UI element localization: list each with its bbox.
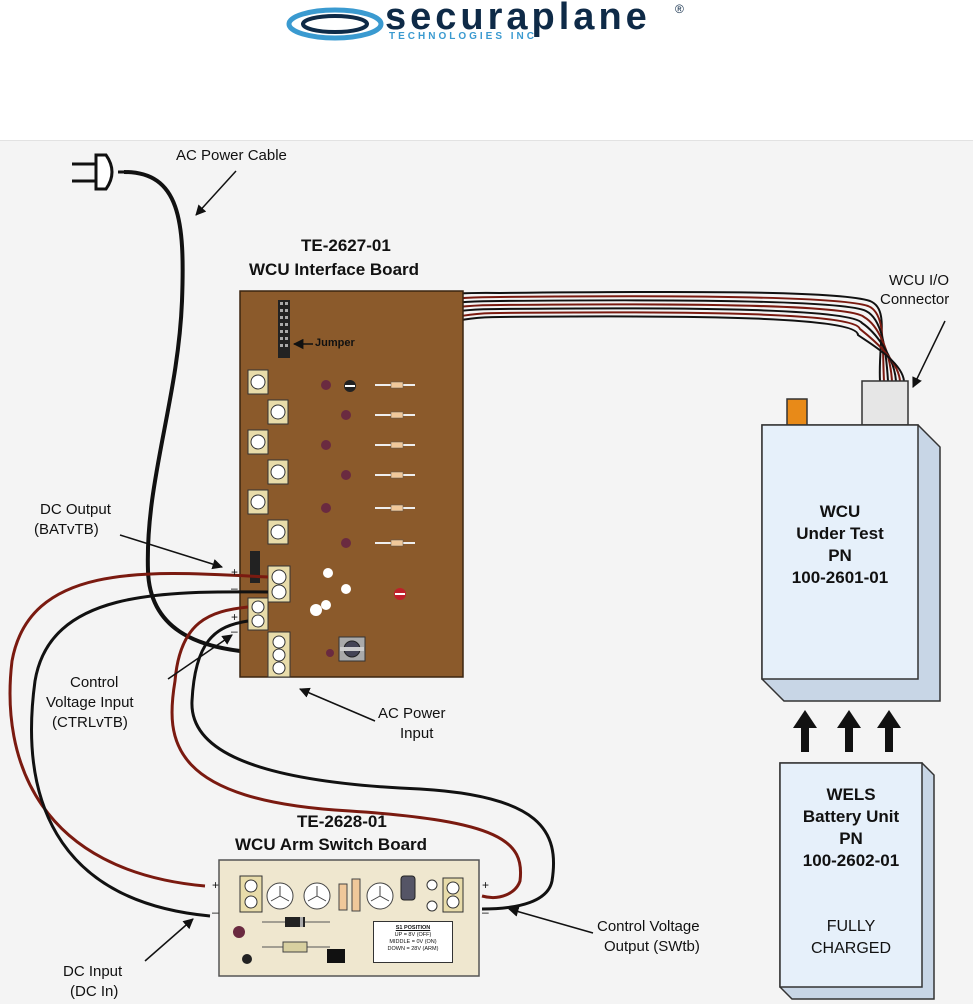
wiring-diagram-graphics xyxy=(8,153,946,1000)
wcu-io-connector-label-line1: WCU I/O xyxy=(889,272,949,289)
securaplane-logo: securaplane ® TECHNOLOGIES INC xyxy=(285,0,705,60)
polarity-plus: + xyxy=(231,565,239,579)
wcu-io-connector-label-line2: Connector xyxy=(880,291,950,308)
arm-switch-board-part-number: TE-2628-01 xyxy=(297,812,387,831)
dc-wiring xyxy=(8,572,556,918)
s1-middle: MIDDLE = 0V (ON) xyxy=(389,939,437,945)
wcu-line1: WCU xyxy=(819,502,861,521)
ac-power-cable xyxy=(123,170,241,653)
wcu-unit xyxy=(761,380,941,702)
polarity-plus: + xyxy=(482,878,490,892)
interface-board-part-number: TE-2627-01 xyxy=(301,236,391,255)
wels-line4: 100-2602-01 xyxy=(802,851,900,870)
battery-to-wcu-arrows xyxy=(793,710,901,752)
control-voltage-output-label-line2: Output (SWtb) xyxy=(604,938,700,955)
board-components xyxy=(310,380,415,662)
dc-output-label-line1: DC Output xyxy=(40,501,111,518)
wels-status-line2: CHARGED xyxy=(810,940,891,957)
arm-switch-board-name: WCU Arm Switch Board xyxy=(235,835,428,854)
interface-board xyxy=(239,290,464,678)
callout-arrows xyxy=(119,170,946,962)
dc-input-label-line2: (DC In) xyxy=(70,983,119,1000)
polarity-minus: – xyxy=(231,581,238,595)
wcu-unit-label: WCU Under Test PN 100-2601-01 xyxy=(762,501,918,589)
control-voltage-input-label-line3: (CTRLvTB) xyxy=(52,714,128,731)
logo-registered-mark: ® xyxy=(675,2,684,16)
wels-battery-unit xyxy=(779,762,935,1000)
ac-power-input-label-line2: Input xyxy=(400,725,434,742)
jumper-header xyxy=(278,300,290,358)
logo-brand-text: securaplane xyxy=(385,0,651,38)
dc-output-label-line2: (BATvTB) xyxy=(34,521,99,538)
wels-status-line1: FULLY xyxy=(826,918,876,935)
polarity-plus: + xyxy=(231,610,239,624)
s1-up: UP = 8V (OFF) xyxy=(394,932,432,938)
wels-unit-label: WELS Battery Unit PN 100-2602-01 xyxy=(780,784,922,872)
terminal-blocks xyxy=(247,369,291,678)
jumper-label: Jumper xyxy=(315,337,355,349)
ac-power-cable-label: AC Power Cable xyxy=(176,147,287,164)
swoosh-logo-icon xyxy=(286,7,384,41)
s1-position-legend: S1 POSITION UP = 8V (OFF) MIDDLE = 0V (O… xyxy=(373,921,453,963)
wcu-line3: PN xyxy=(828,546,852,565)
wels-line3: PN xyxy=(839,829,863,848)
polarity-minus: – xyxy=(482,905,489,919)
polarity-minus: – xyxy=(212,905,219,919)
wcu-line4: 100-2601-01 xyxy=(791,568,889,587)
s1-position-title: S1 POSITION xyxy=(395,925,431,931)
control-voltage-input-label-line2: Voltage Input xyxy=(46,694,134,711)
control-voltage-input-label-line1: Control xyxy=(70,674,119,691)
ac-power-input-label-line1: AC Power xyxy=(378,705,446,722)
wiring-diagram: AC Power Cable TE-2627-01 WCU Interface … xyxy=(0,140,973,1004)
wcu-line2: Under Test xyxy=(796,524,884,543)
ac-plug-icon xyxy=(72,153,124,191)
interface-board-name: WCU Interface Board xyxy=(249,260,420,279)
polarity-plus: + xyxy=(212,878,220,892)
wels-line1: WELS xyxy=(826,785,876,804)
control-voltage-output-label-line1: Control Voltage xyxy=(597,918,700,935)
dc-input-label-line1: DC Input xyxy=(63,963,123,980)
wels-line2: Battery Unit xyxy=(802,807,900,826)
wels-status: FULLY CHARGED xyxy=(780,916,922,960)
logo-subtitle: TECHNOLOGIES INC xyxy=(389,31,538,42)
polarity-minus: – xyxy=(231,624,238,638)
s1-down: DOWN = 28V (ARM) xyxy=(387,946,439,952)
